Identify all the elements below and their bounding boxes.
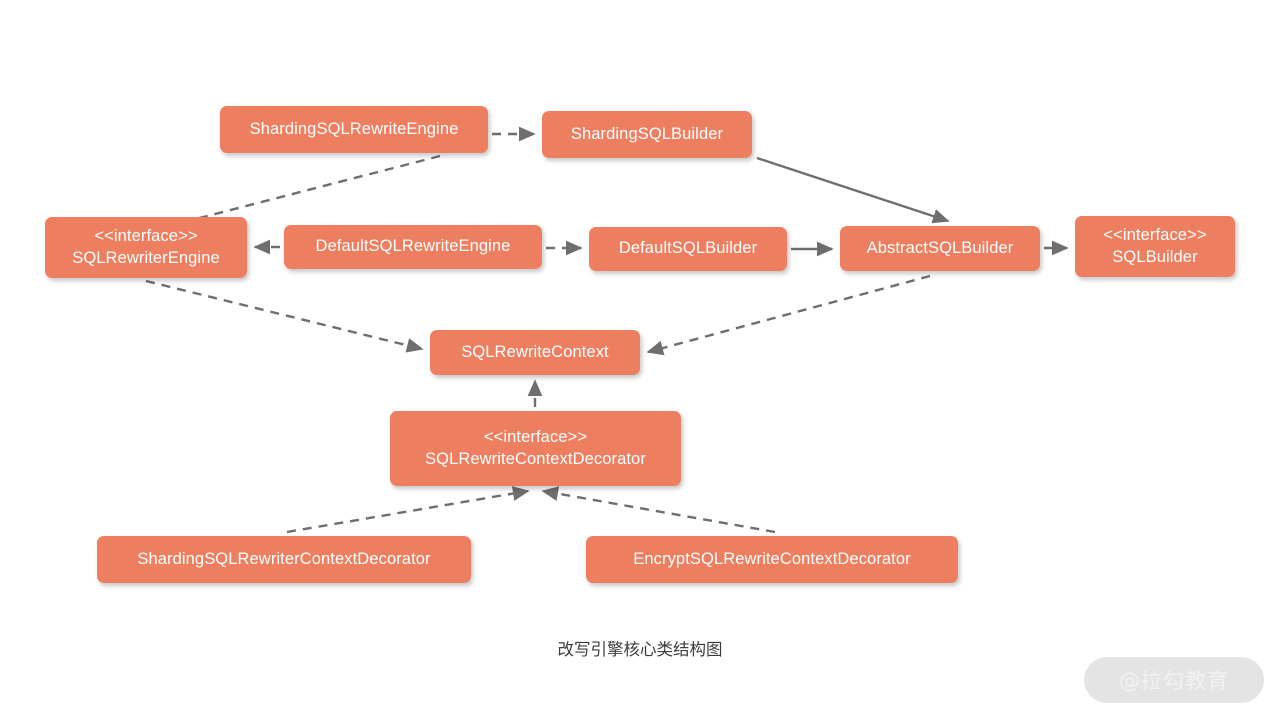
class-node-DefaultSQLRewriteEngine[interactable]: DefaultSQLRewriteEngine — [284, 225, 542, 269]
diagram-caption: 改写引擎核心类结构图 — [557, 640, 723, 659]
class-node-label: SQLRewriteContext — [461, 342, 609, 361]
class-node-label: ShardingSQLRewriteEngine — [249, 119, 459, 138]
class-node-SQLRewriteContext[interactable]: SQLRewriteContext — [430, 330, 640, 375]
class-node-stereotype: <<interface>> — [94, 227, 198, 246]
watermark-label: @拉勾教育 — [1119, 669, 1229, 693]
class-node-SQLBuilder[interactable]: <<interface>> SQLBuilder — [1075, 216, 1235, 277]
edge-SQLRewriterEngine-to-SQLRewriteContext — [145, 279, 424, 353]
class-node-label: DefaultSQLBuilder — [618, 239, 758, 258]
edge-ShardingSQLRewriterContextDecorator-to-SQLRewriteContextDecorator — [286, 486, 530, 534]
class-node-stereotype: <<interface>> — [483, 428, 588, 447]
class-node-EncryptSQLRewriteContextDecorator[interactable]: EncryptSQLRewriteContextDecorator — [586, 536, 958, 583]
watermark-badge: @拉勾教育 — [1084, 657, 1264, 703]
class-node-label: DefaultSQLRewriteEngine — [315, 237, 511, 256]
class-node-DefaultSQLBuilder[interactable]: DefaultSQLBuilder — [589, 227, 787, 271]
class-node-label: SQLRewriteContextDecorator — [425, 449, 646, 468]
edge-EncryptSQLRewriteContextDecorator-to-SQLRewriteContextDecorator — [541, 486, 776, 534]
class-node-label: SQLBuilder — [1112, 247, 1198, 266]
class-node-SQLRewriteContextDecorator[interactable]: <<interface>> SQLRewriteContextDecorator — [390, 411, 681, 486]
class-node-ShardingSQLRewriteEngine[interactable]: ShardingSQLRewriteEngine — [220, 106, 488, 153]
class-node-ShardingSQLBuilder[interactable]: ShardingSQLBuilder — [542, 111, 752, 158]
class-node-label: SQLRewriterEngine — [72, 248, 220, 267]
class-node-stereotype: <<interface>> — [1103, 226, 1207, 245]
edge-AbstractSQLBuilder-to-SQLRewriteContext — [646, 274, 931, 356]
class-node-label: ShardingSQLBuilder — [570, 124, 724, 143]
class-node-AbstractSQLBuilder[interactable]: AbstractSQLBuilder — [840, 226, 1040, 271]
class-node-label: AbstractSQLBuilder — [866, 238, 1014, 257]
class-node-ShardingSQLRewriterContextDecorator[interactable]: ShardingSQLRewriterContextDecorator — [97, 536, 471, 583]
edge-ShardingSQLBuilder-to-AbstractSQLBuilder — [756, 156, 950, 224]
class-node-SQLRewriterEngine[interactable]: <<interface>> SQLRewriterEngine — [45, 217, 247, 278]
class-node-label: ShardingSQLRewriterContextDecorator — [137, 549, 431, 568]
class-node-label: EncryptSQLRewriteContextDecorator — [633, 549, 911, 568]
